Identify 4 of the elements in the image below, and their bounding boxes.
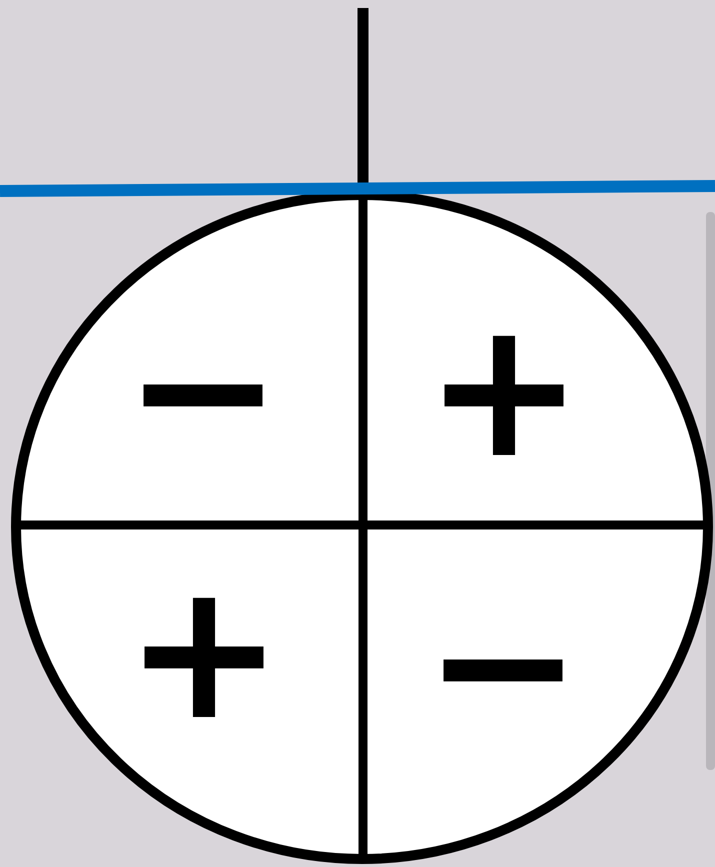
minus-sign: − [423, 570, 583, 760]
plus-sign: + [424, 295, 584, 485]
minus-sign: − [123, 295, 283, 485]
plus-sign: + [124, 557, 284, 747]
